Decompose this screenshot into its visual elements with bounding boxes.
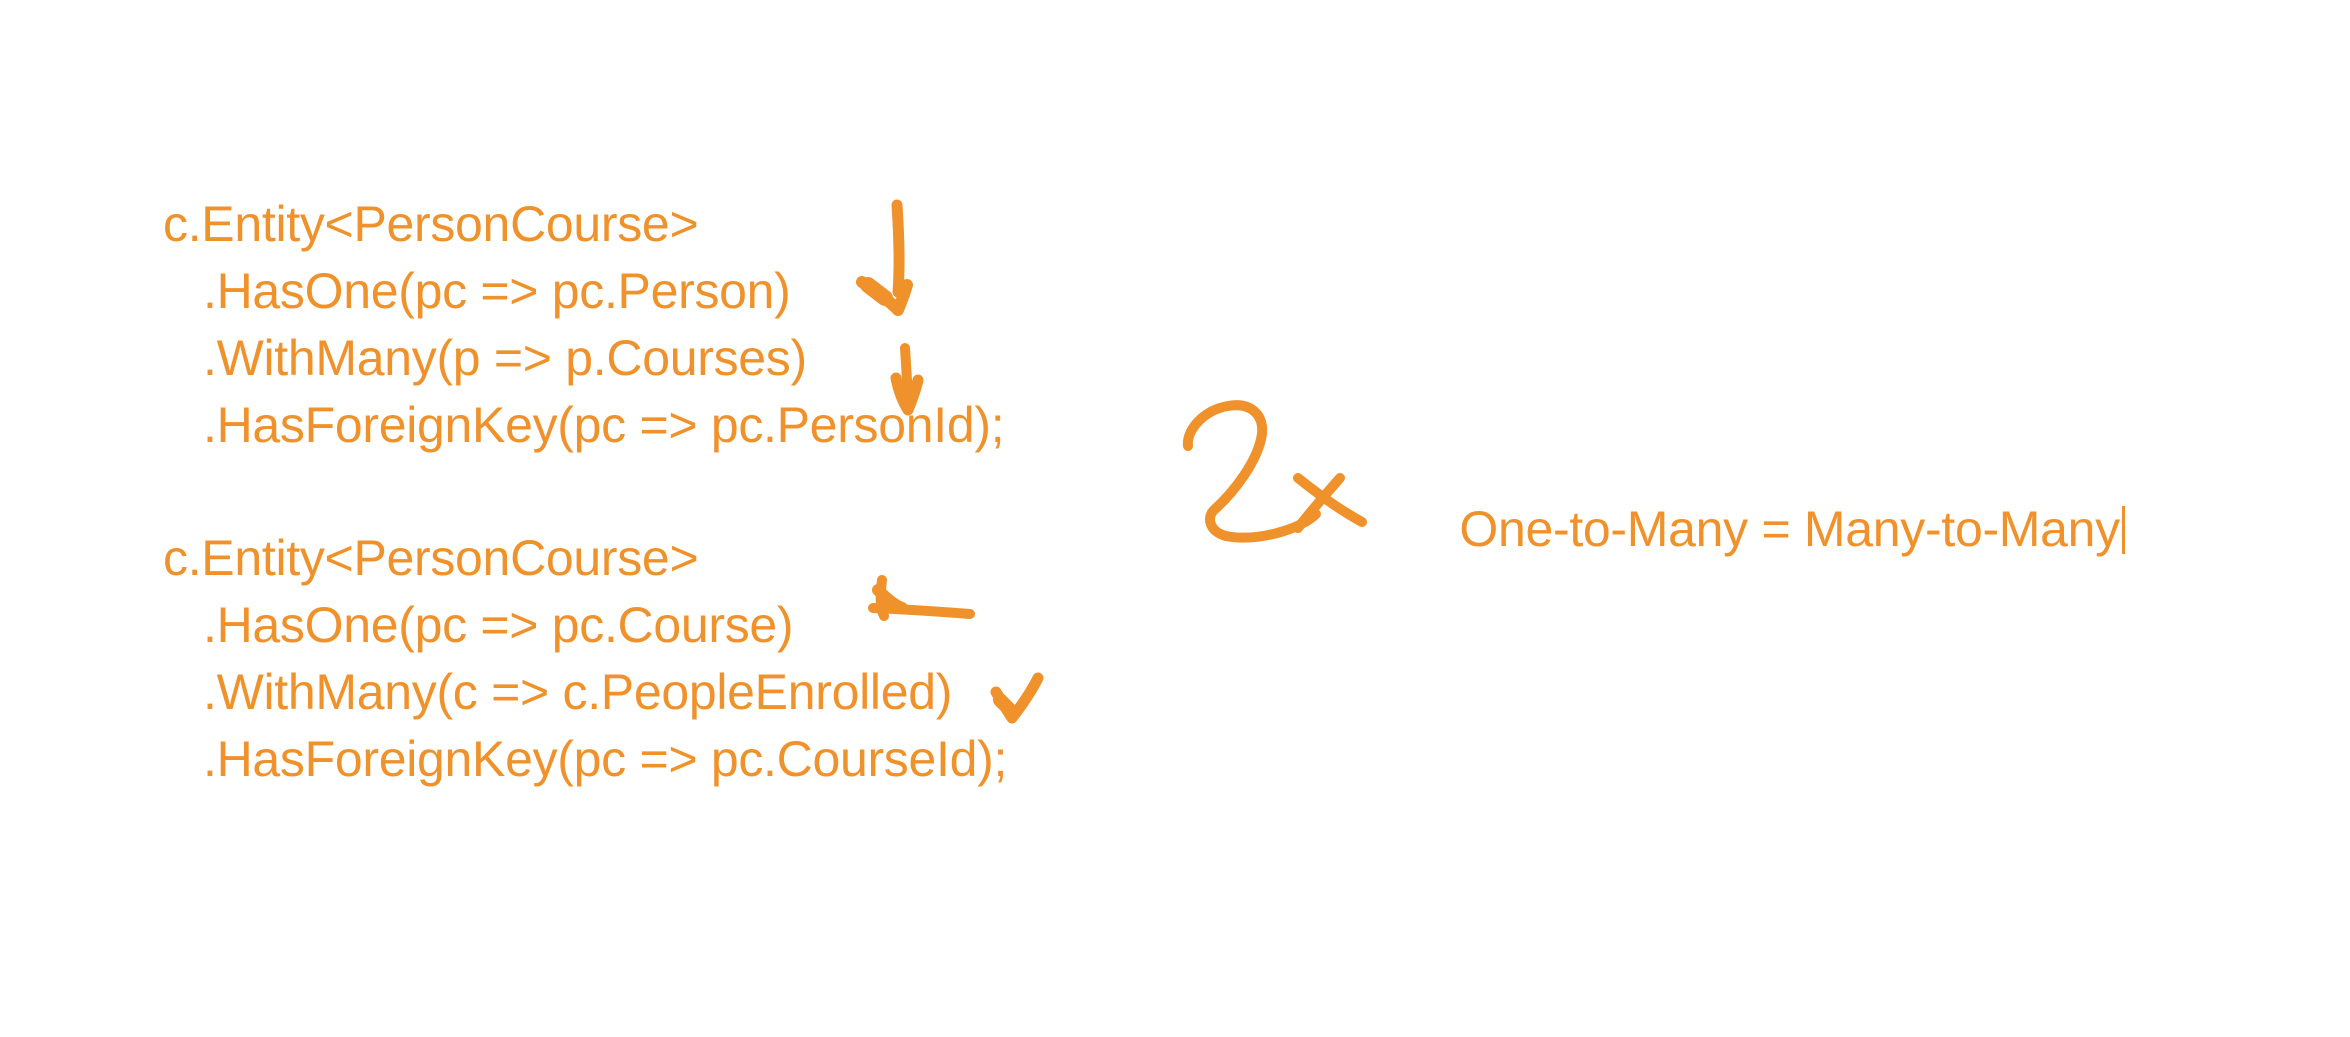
code-line: .WithMany(p => p.Courses) [203,330,807,386]
code-block-person: c.Entity<PersonCourse> .HasOne(pc => pc.… [163,191,1005,459]
code-line: c.Entity<PersonCourse> [163,530,699,586]
text-caret [2121,506,2125,554]
text-tool-box[interactable]: One-to-Many = Many-to-Many [1405,429,2125,630]
equation-note: One-to-Many = Many-to-Many [1459,501,2120,557]
code-line: .HasOne(pc => pc.Person) [203,263,791,319]
code-line: .HasForeignKey(pc => pc.CourseId); [203,731,1008,787]
code-line: c.Entity<PersonCourse> [163,196,699,252]
two-times-icon [1182,400,1367,543]
code-line: .HasOne(pc => pc.Course) [203,597,794,653]
code-block-course: c.Entity<PersonCourse> .HasOne(pc => pc.… [163,525,1007,793]
code-line: .HasForeignKey(pc => pc.PersonId); [203,397,1005,453]
code-line: .WithMany(c => c.PeopleEnrolled) [203,664,953,720]
